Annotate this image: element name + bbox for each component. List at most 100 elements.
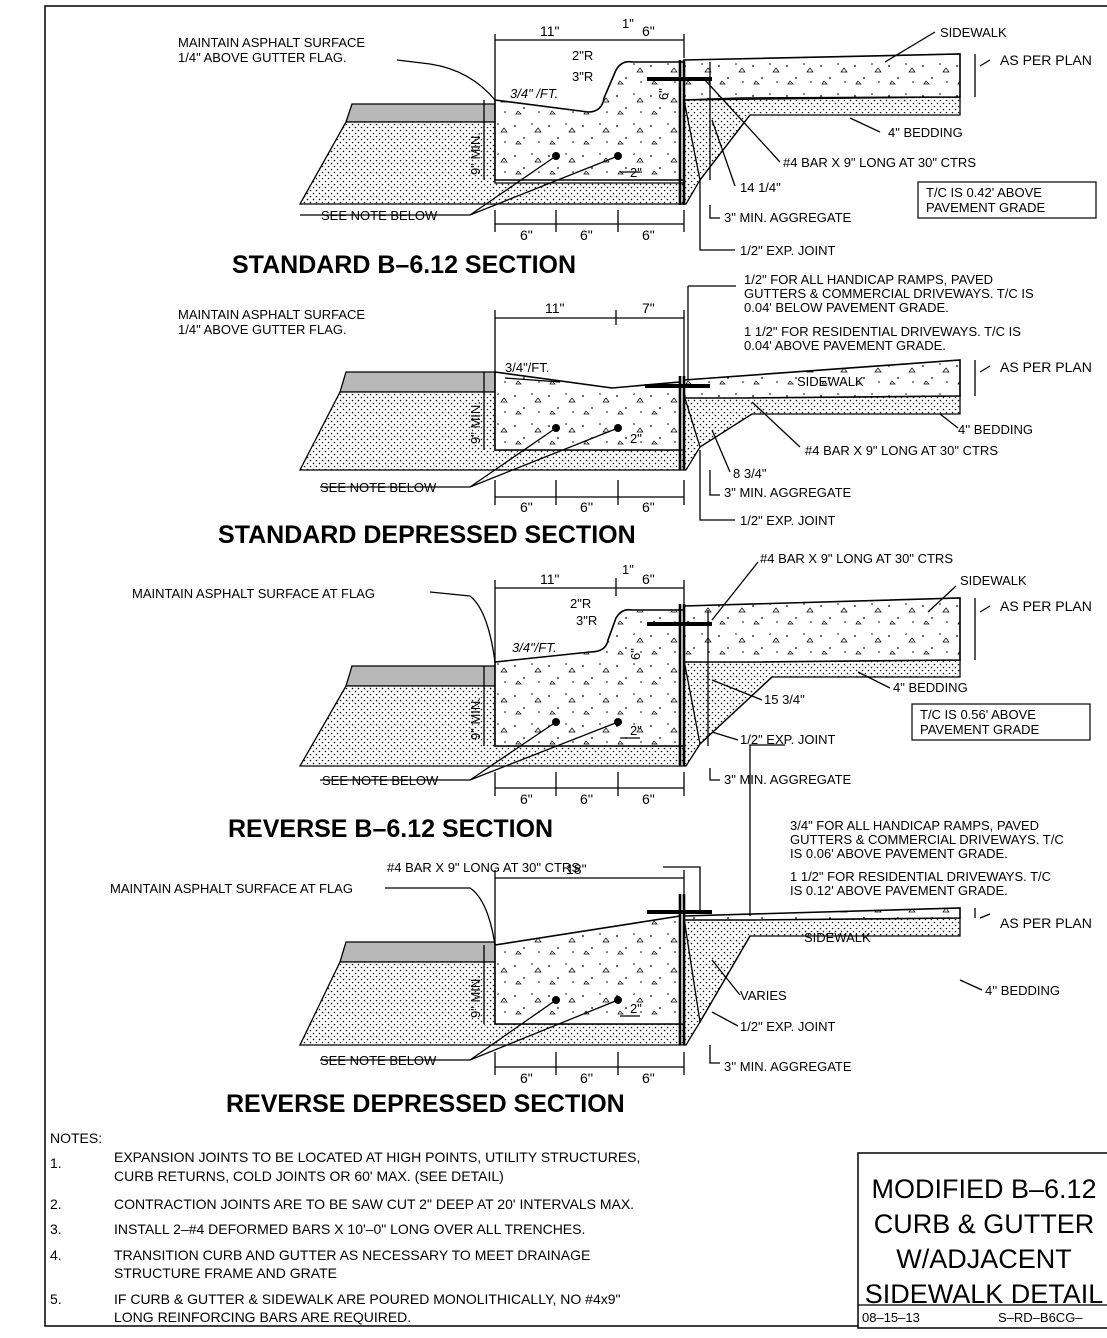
title-line-4: SIDEWALK DETAIL	[865, 1279, 1104, 1309]
s3-height: 15 3/4"	[764, 692, 805, 707]
note-4-line-2: STRUCTURE FRAME AND GRATE	[114, 1265, 337, 1281]
s3-aggregate: 3" MIN. AGGREGATE	[724, 772, 852, 787]
s1-depth: 9" MIN.	[468, 132, 483, 175]
note-2-num: 2.	[50, 1196, 62, 1212]
s1-joint: 1/2" EXP. JOINT	[740, 243, 835, 258]
s1-asphalt-note-1: MAINTAIN ASPHALT SURFACE	[178, 35, 365, 50]
note-5-num: 5.	[50, 1291, 62, 1307]
s1-see-note: SEE NOTE BELOW	[321, 208, 438, 223]
s4-dim-6c: 6"	[642, 1070, 655, 1086]
s2-joint: 1/2" EXP. JOINT	[740, 513, 835, 528]
s3-dim-lip: 1"	[622, 562, 634, 577]
s3-as-per-plan: AS PER PLAN	[1000, 598, 1092, 614]
s4-aggregate: 3'' MIN. AGGREGATE	[724, 1059, 852, 1074]
s3-dim-6a: 6"	[520, 791, 533, 807]
s1-dim-6c: 6"	[642, 227, 655, 243]
s4-note-4: 1 1/2" FOR RESIDENTIAL DRIVEWAYS. T/C	[790, 869, 1051, 884]
s2-slope: 3/4"/FT.	[505, 360, 549, 375]
s2-sidewalk: SIDEWALK	[797, 374, 864, 389]
s4-note-2: GUTTERS & COMMERCIAL DRIVEWAYS. T/C	[790, 832, 1064, 847]
s1-dim-6a: 6"	[520, 227, 533, 243]
note-1-line-1: EXPANSION JOINTS TO BE LOCATED AT HIGH P…	[114, 1149, 640, 1165]
s3-title: REVERSE B–6.12 SECTION	[228, 815, 553, 843]
s2-dim-6a: 6"	[520, 499, 533, 515]
title-line-3: W/ADJACENT	[896, 1244, 1072, 1274]
note-1-num: 1.	[50, 1155, 62, 1171]
s3-dim-gutter: 11"	[540, 571, 560, 587]
s3-dim-6b: 6''	[580, 791, 593, 807]
s1-sidewalk: SIDEWALK	[940, 25, 1007, 40]
s4-asphalt-note: MAINTAIN ASPHALT SURFACE AT FLAG	[110, 881, 353, 896]
s2-dim-2: 2"	[630, 431, 642, 446]
s3-slope: 3/4"/FT.	[512, 640, 557, 655]
s4-varies: VARIES	[740, 988, 787, 1003]
s2-height: 8 3/4"	[733, 466, 767, 481]
s1-dim-curb: 6"	[642, 23, 655, 39]
s3-dim-curb: 6"	[642, 571, 655, 587]
title-date: 08–15–13	[862, 1310, 920, 1325]
s1-radius-2: 2"R	[572, 48, 593, 63]
s2-dim-6b: 6''	[580, 499, 593, 515]
s2-depth: 9" MIN.	[468, 401, 483, 444]
s2-note-4: 1 1/2" FOR RESIDENTIAL DRIVEWAYS. T/C IS	[744, 324, 1021, 339]
s4-as-per-plan: AS PER PLAN	[1000, 915, 1092, 931]
s4-depth: 9" MIN.	[468, 975, 483, 1018]
s4-dim-2: 2"	[630, 1001, 642, 1016]
s4-dim-gutter: 18"	[566, 861, 587, 877]
s2-title: STANDARD DEPRESSED SECTION	[218, 521, 636, 549]
s1-bar: #4 BAR X 9" LONG AT 30" CTRS	[783, 155, 976, 170]
s2-dim-gutter: 11"	[545, 300, 565, 316]
s2-bar: #4 BAR X 9" LONG AT 30" CTRS	[805, 443, 998, 458]
s3-radius-2: 2"R	[570, 596, 591, 611]
s3-dim-6c: 6"	[642, 791, 655, 807]
note-4-num: 4.	[50, 1247, 62, 1263]
s2-asphalt-note-1: MAINTAIN ASPHALT SURFACE	[178, 307, 365, 322]
s4-see-note: SEE NOTE BELOW	[320, 1053, 437, 1068]
s3-joint: 1/2" EXP. JOINT	[740, 732, 835, 747]
title-block: MODIFIED B–6.12 CURB & GUTTER W/ADJACENT…	[857, 1152, 1107, 1329]
note-4-line-1: TRANSITION CURB AND GUTTER AS NECESSARY …	[114, 1247, 590, 1263]
s2-dim-6c: 6"	[642, 499, 655, 515]
s3-bar: #4 BAR X 9" LONG AT 30" CTRS	[760, 551, 953, 566]
s1-radius-3: 3"R	[572, 69, 593, 84]
reverse-depressed-section: MAINTAIN ASPHALT SURFACE AT FLAG #4 BAR …	[110, 744, 1092, 1118]
s1-as-per-plan: AS PER PLAN	[1000, 52, 1092, 68]
s2-note-5: 0.04' ABOVE PAVEMENT GRADE.	[744, 338, 946, 353]
s1-dim-gutter: 11"	[540, 23, 560, 39]
title-drawing-number: S–RD–B6CG–	[998, 1310, 1083, 1325]
note-3-line-1: INSTALL 2–#4 DEFORMED BARS X 10'–0" LONG…	[114, 1221, 585, 1237]
note-2-line-1: CONTRACTION JOINTS ARE TO BE SAW CUT 2" …	[114, 1196, 634, 1212]
general-notes: NOTES: 1. EXPANSION JOINTS TO BE LOCATED…	[50, 1130, 640, 1325]
s3-tc-2: PAVEMENT GRADE	[920, 722, 1040, 737]
s1-title: STANDARD B–6.12 SECTION	[232, 251, 576, 279]
s1-bedding: 4" BEDDING	[888, 125, 963, 140]
s2-note-2: GUTTERS & COMMERCIAL DRIVEWAYS. T/C IS	[744, 286, 1034, 301]
note-5-line-1: IF CURB & GUTTER & SIDEWALK ARE POURED M…	[114, 1291, 621, 1307]
s3-tc-1: T/C IS 0.56' ABOVE	[920, 707, 1036, 722]
title-line-2: CURB & GUTTER	[874, 1209, 1095, 1239]
note-5-line-2: LONG REINFORCING BARS ARE REQUIRED.	[114, 1309, 411, 1325]
s4-note-3: IS 0.06' ABOVE PAVEMENT GRADE.	[790, 846, 1008, 861]
s4-title: REVERSE DEPRESSED SECTION	[226, 1090, 625, 1118]
s4-sidewalk: SIDEWALK	[804, 930, 871, 945]
s2-dim-curb: 7"	[642, 300, 655, 316]
s1-dim-lip: 1"	[622, 16, 634, 31]
s1-height: 14 1/4"	[740, 180, 781, 195]
s4-dim-6a: 6"	[520, 1070, 533, 1086]
s1-aggregate: 3" MIN. AGGREGATE	[724, 210, 852, 225]
s4-joint: 1/2" EXP. JOINT	[740, 1019, 835, 1034]
s3-radius-3: 3"R	[576, 613, 597, 628]
s1-dim-6b: 6"	[580, 227, 593, 243]
s1-dim-6v: 6"	[656, 88, 671, 100]
standard-b612-section: MAINTAIN ASPHALT SURFACE 1/4" ABOVE GUTT…	[178, 16, 1097, 279]
s1-tc-2: PAVEMENT GRADE	[926, 200, 1046, 215]
s3-see-note: SEE NOTE BELOW	[322, 773, 439, 788]
standard-depressed-section: MAINTAIN ASPHALT SURFACE 1/4" ABOVE GUTT…	[178, 272, 1092, 549]
s3-asphalt-note: MAINTAIN ASPHALT SURFACE AT FLAG	[132, 586, 375, 601]
s3-sidewalk: SIDEWALK	[960, 573, 1027, 588]
s3-depth: 9" MIN.	[468, 697, 483, 740]
s4-note-1: 3/4" FOR ALL HANDICAP RAMPS, PAVED	[790, 818, 1039, 833]
s2-asphalt-note-2: 1/4" ABOVE GUTTER FLAG.	[178, 322, 347, 337]
title-line-1: MODIFIED B–6.12	[871, 1174, 1096, 1204]
s4-dim-6b: 6''	[580, 1070, 593, 1086]
